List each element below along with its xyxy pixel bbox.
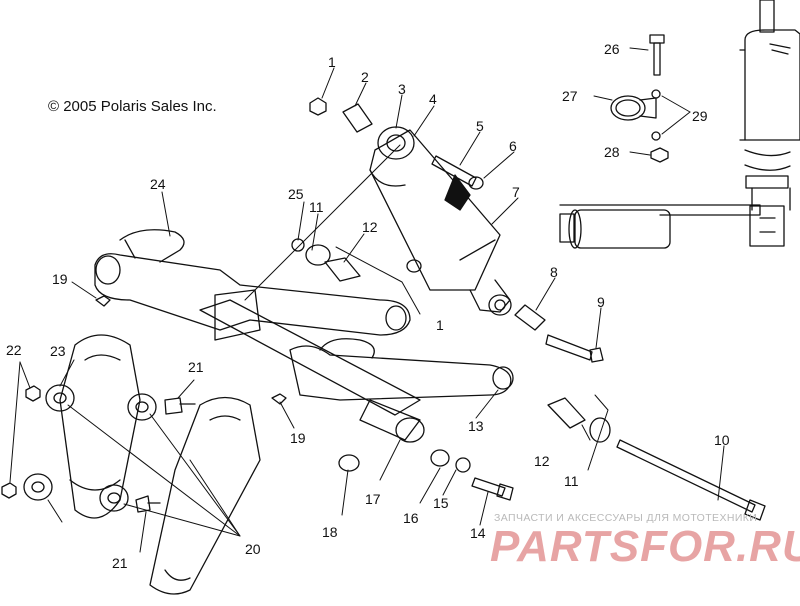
callout-13: 13 [468, 418, 484, 434]
callout-19-upper: 19 [52, 271, 68, 287]
callout-11-upper: 11 [309, 199, 324, 215]
callout-19-lower: 19 [290, 430, 306, 446]
bracket-23-left [59, 334, 141, 519]
callout-23: 23 [50, 343, 66, 359]
callout-3: 3 [398, 81, 406, 97]
upper-arm-assembly [94, 229, 411, 336]
callout-9: 9 [597, 294, 605, 310]
callouts: 1 2 3 4 5 6 7 8 9 10 11 11 12 12 13 14 1… [6, 41, 730, 571]
callout-12-lower: 12 [534, 453, 550, 469]
callout-25: 25 [288, 186, 304, 202]
bracket-20-right [149, 396, 261, 595]
lower-arm-13 [289, 338, 514, 401]
callout-20: 20 [245, 541, 261, 557]
callout-1-top: 1 [328, 54, 336, 70]
watermark-brand: PARTSFOR.RU [490, 522, 800, 571]
cross-tube [199, 289, 425, 443]
front-shock-7 [369, 126, 512, 316]
callout-12-upper: 12 [362, 219, 378, 235]
callout-6: 6 [509, 138, 517, 154]
callout-21-upper: 21 [188, 359, 204, 375]
callout-5: 5 [476, 118, 484, 134]
callout-28: 28 [604, 144, 620, 160]
callout-29: 29 [692, 108, 708, 124]
leader-lines [9, 47, 725, 553]
callout-21-lower: 21 [112, 555, 128, 571]
shock-absorber-rear-partial [739, 0, 800, 247]
callout-16: 16 [403, 510, 419, 526]
bolt-26 [649, 34, 665, 76]
callout-15: 15 [433, 495, 449, 511]
callout-17: 17 [365, 491, 381, 507]
copyright-text: © 2005 Polaris Sales Inc. [48, 98, 217, 115]
callout-18: 18 [322, 524, 338, 540]
callout-8: 8 [550, 264, 558, 280]
callout-11-lower: 11 [564, 473, 579, 489]
callout-24: 24 [150, 176, 166, 192]
clamp-27 [610, 95, 657, 121]
callout-2: 2 [361, 69, 369, 85]
callout-4: 4 [429, 91, 437, 107]
reservoir-bracket [559, 204, 761, 249]
callout-10: 10 [714, 432, 730, 448]
callout-26: 26 [604, 41, 620, 57]
callout-27: 27 [562, 88, 578, 104]
callout-14: 14 [470, 525, 486, 541]
callout-1-lower: 1 [436, 317, 444, 333]
callout-22: 22 [6, 342, 22, 358]
callout-7: 7 [512, 184, 520, 200]
watermark-subtitle: ЗАПЧАСТИ И АКСЕССУАРЫ ДЛЯ МОТОТЕХНИКИ [494, 512, 758, 524]
